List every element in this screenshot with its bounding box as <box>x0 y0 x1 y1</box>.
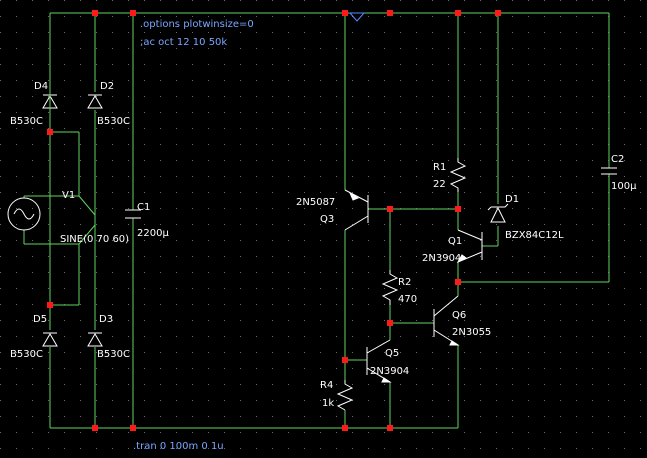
transistor-q3[interactable] <box>344 189 369 231</box>
net-flag-marker[interactable] <box>348 12 366 22</box>
r1-name-label: R1 <box>433 162 446 173</box>
diode-d5[interactable] <box>42 332 58 347</box>
c1-value-label: 2200µ <box>137 228 169 239</box>
q6-value-label: 2N3055 <box>452 327 491 338</box>
q3-name-label: Q3 <box>320 214 334 225</box>
c1-name-label: C1 <box>137 202 150 213</box>
capacitor-c1[interactable] <box>125 209 141 219</box>
diode-d4[interactable] <box>42 92 58 110</box>
diode-d3[interactable] <box>87 332 103 347</box>
node-dots <box>47 10 501 431</box>
q1-name-label: Q1 <box>448 236 462 247</box>
d3-name-label: D3 <box>99 314 113 325</box>
resistor-r1[interactable] <box>449 158 467 192</box>
capacitor-c2[interactable] <box>601 167 617 175</box>
q1-value-label: 2N3904 <box>422 253 461 264</box>
r2-value-label: 470 <box>398 294 417 305</box>
voltage-source-v1[interactable] <box>7 197 41 231</box>
q3-value-label: 2N5087 <box>296 197 335 208</box>
transistor-q6[interactable] <box>433 295 460 346</box>
resistor-r4[interactable] <box>336 380 354 411</box>
c2-value-label: 100µ <box>611 181 637 192</box>
zener-diode-d1[interactable] <box>487 203 509 223</box>
options-directive[interactable]: .options plotwinsize=0 <box>140 19 254 30</box>
d4-name-label: D4 <box>34 81 48 92</box>
v1-value-label: SINE(0 70 60) <box>60 234 129 245</box>
c2-name-label: C2 <box>611 154 624 165</box>
d5-name-label: D5 <box>33 314 47 325</box>
resistor-r2[interactable] <box>381 270 399 305</box>
q5-value-label: 2N3904 <box>370 366 409 377</box>
r4-name-label: R4 <box>320 380 333 391</box>
d3-value-label: B530C <box>97 349 130 360</box>
q6-name-label: Q6 <box>452 310 466 321</box>
r4-value-label: 1k <box>322 398 334 409</box>
ac-directive[interactable]: ;ac oct 12 10 50k <box>140 37 227 48</box>
wires <box>23 12 610 429</box>
v1-name-label: V1 <box>62 190 75 201</box>
d5-value-label: B530C <box>10 349 43 360</box>
q5-name-label: Q5 <box>385 348 399 359</box>
r1-value-label: 22 <box>433 179 446 190</box>
r2-name-label: R2 <box>398 277 411 288</box>
d4-value-label: B530C <box>10 116 43 127</box>
d1-name-label: D1 <box>505 194 519 205</box>
d2-value-label: B530C <box>97 116 130 127</box>
transistor-q5[interactable] <box>366 339 392 383</box>
tran-directive[interactable]: .tran 0 100m 0 1u <box>133 441 224 452</box>
transistor-q1[interactable] <box>456 229 483 264</box>
d1-value-label: BZX84C12L <box>505 230 564 241</box>
d2-name-label: D2 <box>100 81 114 92</box>
diode-d2[interactable] <box>87 94 103 109</box>
